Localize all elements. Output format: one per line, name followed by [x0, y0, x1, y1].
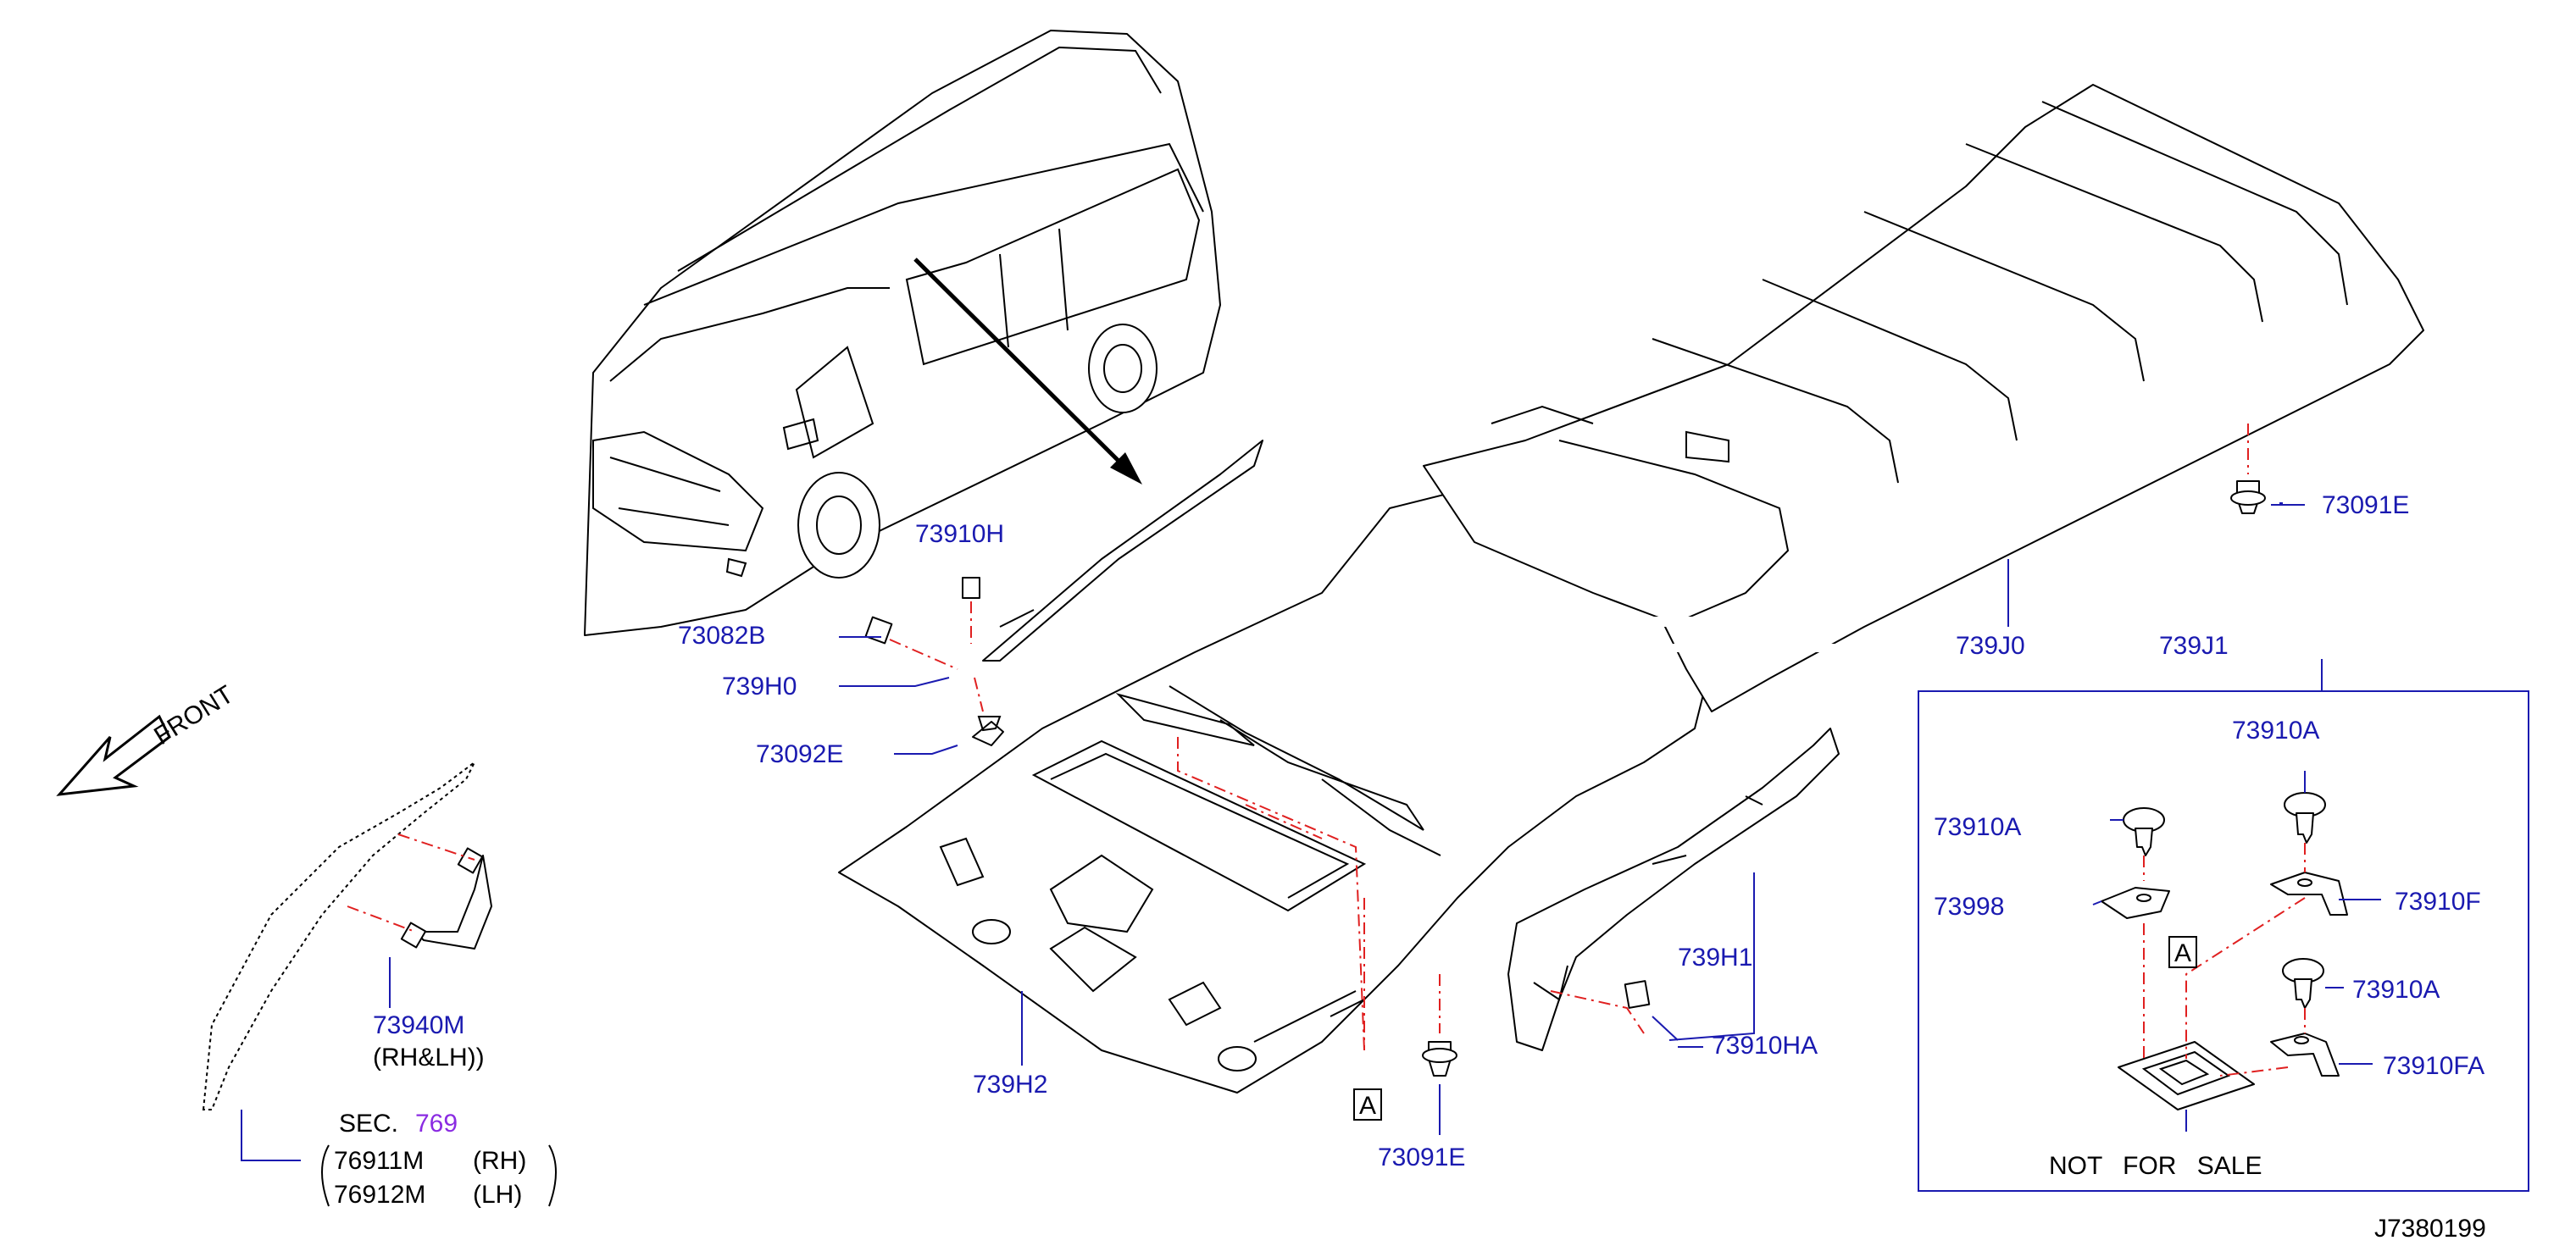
section-number: 769 — [415, 1110, 458, 1138]
insulator-739J0 — [1423, 84, 2424, 712]
label-739J0: 739J0 — [1956, 632, 2025, 660]
bracket-73910FA — [2270, 1033, 2340, 1077]
label-73910A-left: 73910A — [1934, 813, 2021, 841]
phantom-line — [1245, 804, 1323, 839]
label-73910A-mid: 73910A — [2352, 976, 2440, 1004]
detail-box — [1918, 690, 2529, 1192]
clip-73091E-right — [2230, 424, 2266, 514]
trim-739H1 — [1507, 728, 1840, 1051]
label-739H0: 739H0 — [722, 673, 797, 700]
label-739J1: 739J1 — [2159, 632, 2229, 660]
label-73998: 73998 — [1934, 893, 2004, 921]
label-739H1: 739H1 — [1678, 944, 1752, 972]
clip-73910H — [962, 577, 980, 644]
clip-73082B — [864, 616, 958, 670]
label-73092E: 73092E — [756, 740, 843, 768]
label-73910FA: 73910FA — [2383, 1052, 2484, 1080]
clip-73910HA — [1550, 980, 1651, 1034]
svg-text:A: A — [1359, 1092, 1376, 1120]
bracket-73998 — [2101, 887, 2170, 919]
trim-739H0 — [982, 440, 1263, 662]
trim-part-side-rh: (RH) — [473, 1147, 526, 1175]
screw-73910A-top — [2284, 792, 2326, 844]
clip-73091E-bottom — [1422, 974, 1457, 1077]
not-for-sale-label: NOT FOR SALE — [2049, 1152, 2262, 1180]
clip-73092E — [972, 677, 1004, 746]
direction-arrow — [913, 257, 1142, 485]
label-73091E-right: 73091E — [2322, 491, 2409, 519]
bracket-73910F — [2270, 872, 2348, 916]
van-illustration — [584, 30, 1221, 636]
headlining-739H2 — [838, 482, 1704, 1094]
label-rh-lh: (RH&LH)) — [373, 1044, 485, 1071]
ref-box-A-detail: A — [2168, 936, 2197, 968]
trim-part-number-lh: 76912M — [334, 1181, 425, 1209]
front-label: FRONT — [149, 680, 238, 750]
label-73910A-top: 73910A — [2232, 717, 2319, 745]
label-739H2: 739H2 — [973, 1071, 1047, 1099]
diagram-code: J7380199 — [2374, 1215, 2486, 1243]
screw-73910A-left — [2123, 807, 2165, 856]
label-73940M: 73940M — [373, 1011, 464, 1039]
assist-grip-73940M — [347, 833, 492, 950]
section-reference: SEC. 769 76911M (RH) 76912M (LH) — [321, 1110, 557, 1209]
phantom-line — [1177, 737, 1365, 1051]
front-arrow-icon: FRONT — [56, 680, 238, 796]
label-73082B: 73082B — [678, 622, 765, 650]
section-prefix: SEC. — [339, 1110, 398, 1138]
label-73910H: 73910H — [915, 520, 1004, 548]
label-73091E-bottom: 73091E — [1378, 1143, 1465, 1171]
screw-73910A-mid — [2282, 958, 2324, 1009]
label-73910F: 73910F — [2395, 888, 2481, 916]
leader-lines — [241, 502, 2323, 1161]
ref-box-A-main: A — [1353, 1088, 1382, 1121]
trim-part-number-rh: 76911M — [334, 1147, 424, 1175]
trim-part-side-lh: (LH) — [473, 1181, 522, 1209]
svg-text:A: A — [2174, 939, 2191, 967]
label-73910HA: 73910HA — [1712, 1032, 1818, 1060]
